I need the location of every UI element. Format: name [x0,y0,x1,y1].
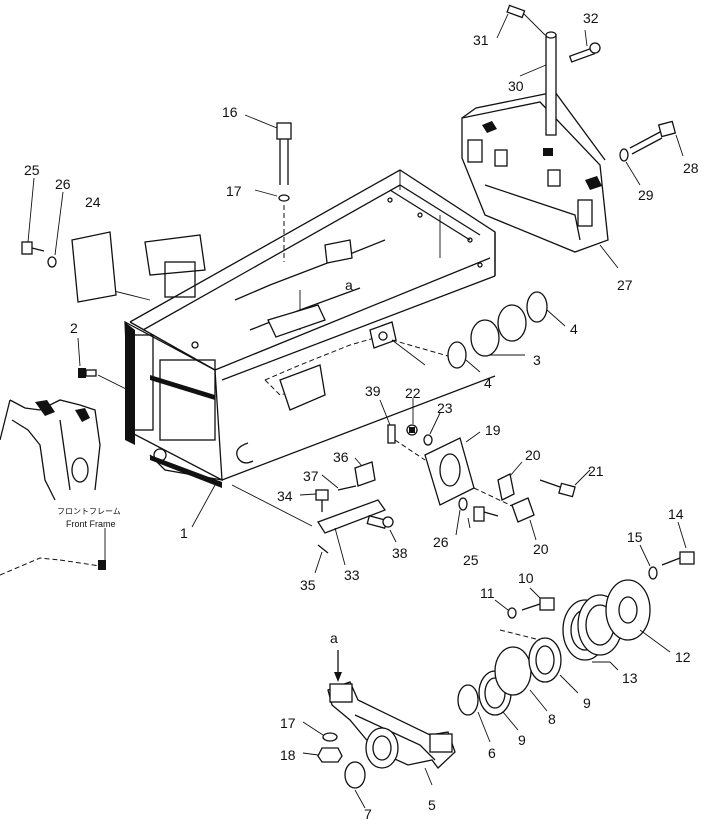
bolt-10-washer-11-bolt-14-washer-15 [494,521,695,619]
pin-30-and-lock-31-32 [496,4,601,136]
callout-a-bottom: a [330,630,338,646]
callout-24: 24 [85,194,101,210]
lock-bar-33-group [231,457,397,574]
callout-5: 5 [428,797,436,813]
callout-7: 7 [364,806,372,819]
callout-23: 23 [437,400,453,416]
bearing-13-cover-12 [499,579,671,671]
counterweight-part-27 [461,91,619,269]
callout-21: 21 [588,463,604,479]
callout-18: 18 [280,747,296,763]
callout-35: 35 [300,577,316,593]
callout-30: 30 [508,78,524,94]
callout-9a: 9 [583,695,591,711]
callout-26a: 26 [55,176,71,192]
cover-plate-19-group [379,398,591,541]
front-frame-reference [0,399,106,576]
callout-9b: 9 [518,732,526,748]
callout-32: 32 [583,10,599,26]
callout-37: 37 [303,468,319,484]
callout-6: 6 [488,745,496,761]
callout-17a: 17 [226,183,242,199]
callout-27: 27 [617,277,633,293]
callout-26b: 26 [433,534,449,550]
callout-16: 16 [222,104,238,120]
bolt-part-2 [77,337,97,378]
callout-22: 22 [405,385,421,401]
bolt-28-and-washer-29 [619,120,684,186]
callout-17b: 17 [280,715,296,731]
callout-4a: 4 [570,321,578,337]
callout-1: 1 [180,525,188,541]
callout-39: 39 [365,383,381,399]
callout-15: 15 [627,529,643,545]
center-pin-bracket-part-5 [327,650,456,786]
callout-13: 13 [622,670,638,686]
callout-10: 10 [518,570,534,586]
callout-25a: 25 [24,162,40,178]
bushings-3-and-rings-4 [391,291,566,373]
callout-a-top: a [345,277,353,293]
callout-33: 33 [344,567,360,583]
front-frame-caption-jp: フロントフレーム [57,507,121,516]
callout-36: 36 [333,449,349,465]
callout-29: 29 [638,187,654,203]
callout-2: 2 [70,320,78,336]
callout-12: 12 [675,649,691,665]
callout-25b: 25 [463,552,479,568]
front-frame-caption-en: Front Frame [66,519,116,529]
callout-3: 3 [533,352,541,368]
callout-38: 38 [392,545,408,561]
rear-frame-part-1 [124,169,496,488]
washer-17-nut-18-cap-7 [302,721,366,809]
callout-20a: 20 [525,447,541,463]
callout-14: 14 [668,506,684,522]
callout-34: 34 [277,488,293,504]
callout-4b: 4 [484,375,492,391]
bolt-25-and-washer-26 [21,177,64,268]
callout-20b: 20 [533,541,549,557]
callout-8: 8 [548,711,556,727]
callout-19: 19 [485,422,501,438]
bushing-6-seal-9-plate-8 [457,637,579,743]
cover-plate-part-24 [71,231,117,303]
callout-11: 11 [480,585,495,601]
callout-31: 31 [473,32,489,48]
callout-28: 28 [683,160,699,176]
callout-labels: 1 2 3 4 4 5 6 7 8 9 9 10 11 12 13 14 15 … [24,10,699,819]
bolt-16-and-washer-17 [244,114,292,262]
